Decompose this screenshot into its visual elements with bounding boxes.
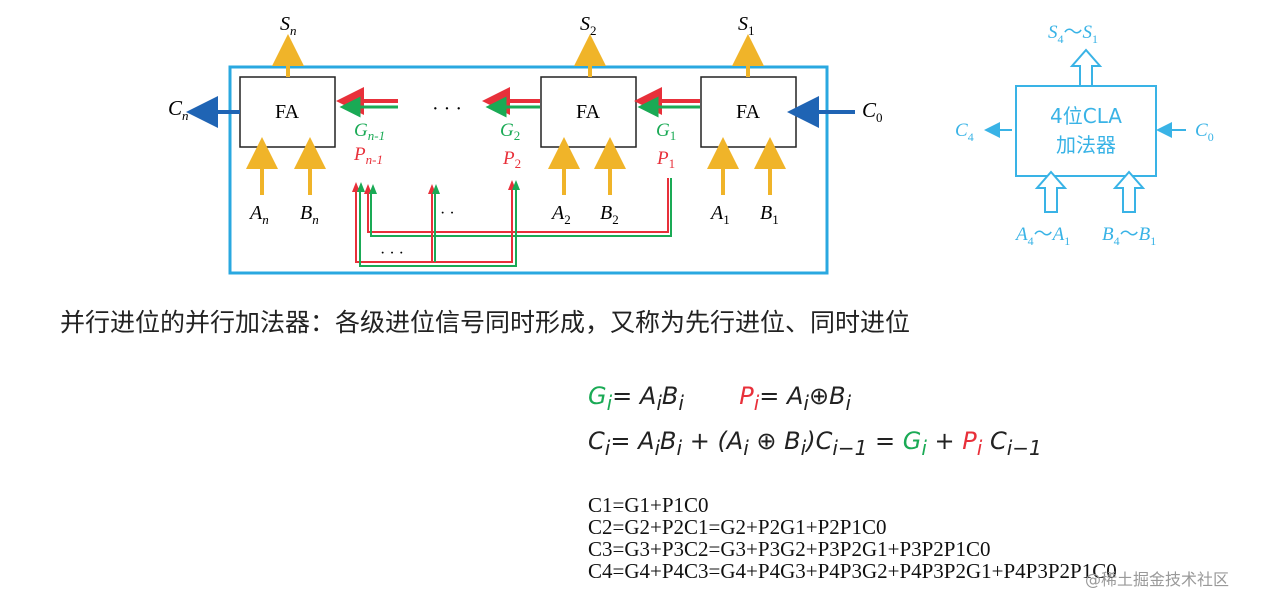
sum-label-1: S1 [738, 13, 755, 38]
carry-formula: Ci= AiBi + (Ai ⊕ Bi)Ci−1 = Gi + Pi Ci−1 [588, 427, 1042, 460]
sum-label-n: Sn [280, 13, 297, 38]
cla-right-label: C0 [1195, 120, 1214, 144]
equation-c3: C3=G3+P3C2=G3+P3G2+P3P2G1+P3P2P1C0 [588, 537, 991, 561]
feedback-arrowheads [352, 180, 520, 194]
cla-bottom-left-label: A4～A1 [1014, 224, 1070, 248]
cla-hollow-arrows [1034, 48, 1146, 213]
carry-in-label: C0 [862, 98, 883, 125]
outer-frame [228, 65, 829, 275]
fa-block-n: FA [239, 76, 336, 148]
caption-text: 并行进位的并行加法器：各级进位信号同时形成，又称为先行进位、同时进位 [60, 308, 911, 337]
fa-block-1: FA [700, 76, 797, 148]
ellipsis-bottom: · · · [380, 245, 404, 262]
svg-text:FA: FA [736, 101, 761, 123]
fa-block-2: FA [540, 76, 637, 148]
g-label-n1: Gn-1 [354, 120, 385, 143]
input-arrows [246, 137, 786, 195]
input-label-b2: B2 [600, 202, 619, 227]
p-label-n1: Pn-1 [353, 144, 383, 167]
sum-arrows [272, 34, 764, 77]
input-label-bn: Bn [300, 202, 319, 227]
cla-block: 4位CLA 加法器 [1015, 85, 1157, 177]
p-label-2: P2 [502, 148, 521, 171]
svg-text:加法器: 加法器 [1056, 133, 1116, 157]
sum-label-2: S2 [580, 13, 597, 38]
g-label-2: G2 [500, 120, 520, 143]
ellipsis-middle: · · · [432, 98, 462, 120]
equation-c1: C1=G1+P1C0 [588, 493, 709, 517]
cla-bottom-right-label: B4～B1 [1102, 224, 1156, 248]
carry-out-label: Cn [168, 96, 189, 123]
gp-arrows [336, 87, 700, 118]
adder-diagram: FA FA FA Sn S2 S1 An Bn A2 B2 A1 B1 Cn C… [168, 13, 1214, 275]
feedback-wires [355, 178, 672, 267]
svg-text:FA: FA [576, 101, 601, 123]
input-label-a2: A2 [550, 202, 571, 227]
input-label-a1: A1 [709, 202, 730, 227]
svg-text:FA: FA [275, 101, 300, 123]
equation-c4: C4=G4+P4C3=G4+P4G3+P4P3G2+P4P3P2G1+P4P3P… [588, 559, 1117, 583]
watermark: @稀土掘金技术社区 [1085, 570, 1230, 589]
cla-left-label: C4 [955, 120, 974, 144]
p-label-1: P1 [656, 148, 675, 171]
svg-text:4位CLA: 4位CLA [1050, 104, 1122, 128]
ellipsis-small: · · [440, 205, 455, 222]
gp-definition-formula: Gi= AiBi Pi= Ai⊕Bi [588, 382, 852, 415]
equation-c2: C2=G2+P2C1=G2+P2G1+P2P1C0 [588, 515, 887, 539]
cla-top-label: S4～S1 [1048, 22, 1098, 46]
input-label-b1: B1 [760, 202, 779, 227]
g-label-1: G1 [656, 120, 676, 143]
input-label-an: An [248, 202, 269, 227]
